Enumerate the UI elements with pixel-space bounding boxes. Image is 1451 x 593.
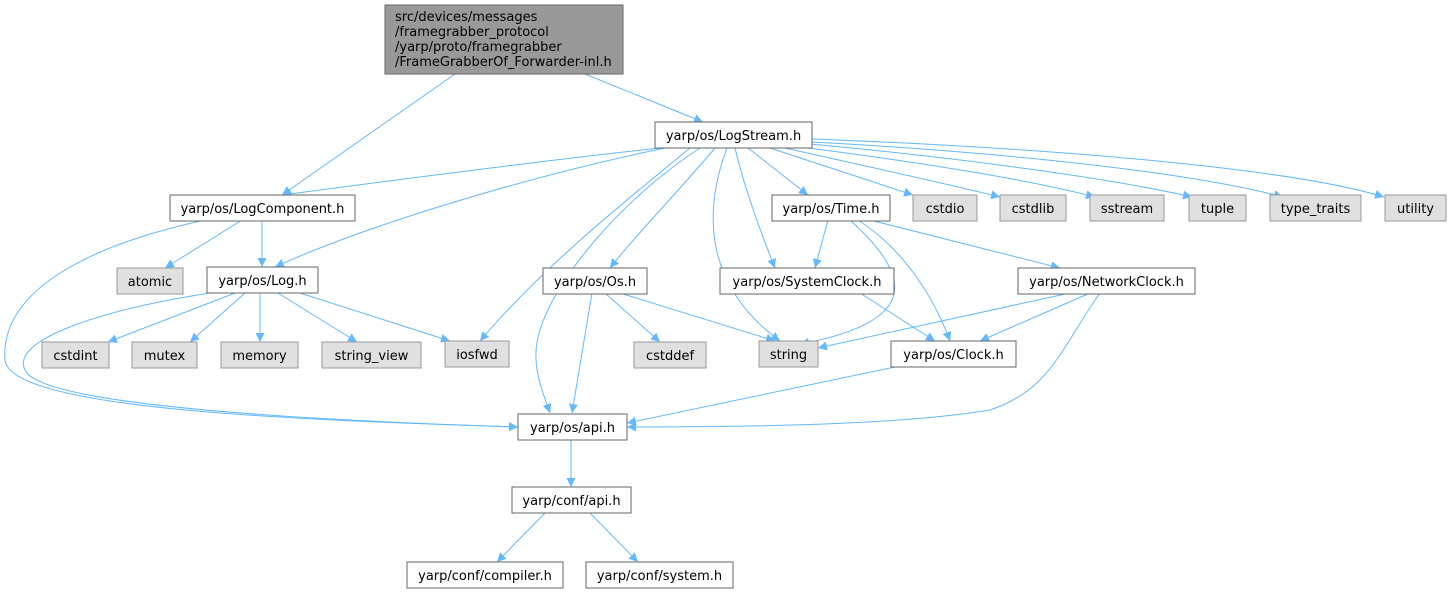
node-cstdint-label: cstdint: [53, 349, 97, 364]
edge-logstream-to-cstdlib: [784, 147, 1001, 200]
node-time[interactable]: yarp/os/Time.h: [771, 194, 891, 222]
node-clock-label: yarp/os/Clock.h: [903, 348, 1003, 363]
root-line-2: /framegrabber_protocol: [395, 25, 549, 40]
nodes: src/devices/messages /framegrabber_proto…: [41, 4, 1447, 589]
node-cstdlib[interactable]: cstdlib: [999, 194, 1067, 222]
edge-clock-to-api: [626, 366, 896, 426]
edge-os-to-string: [619, 292, 776, 343]
node-system-label: yarp/conf/system.h: [597, 569, 722, 584]
node-string[interactable]: string: [758, 340, 819, 368]
edge-os-to-api: [569, 292, 593, 414]
edge-logstream-to-sstream: [799, 146, 1096, 200]
edge-time-to-clock: [857, 219, 952, 342]
root-line-1: src/devices/messages: [395, 10, 538, 25]
edge-logstream-to-iosfwd: [479, 147, 691, 342]
node-memory[interactable]: memory: [220, 341, 299, 369]
node-compiler[interactable]: yarp/conf/compiler.h: [406, 561, 564, 589]
node-mutex[interactable]: mutex: [131, 341, 198, 369]
edge-time-to-networkclock: [869, 219, 1061, 271]
edge-root-to-logcomponent: [281, 73, 456, 196]
root-line-3: /yarp/proto/framegrabber: [395, 40, 562, 55]
node-os[interactable]: yarp/os/Os.h: [542, 267, 648, 295]
node-cstdlib-label: cstdlib: [1012, 202, 1055, 217]
node-iosfwd[interactable]: iosfwd: [444, 340, 510, 368]
node-cstddef[interactable]: cstddef: [633, 341, 707, 369]
node-log-label: yarp/os/Log.h: [218, 274, 306, 289]
edge-conf-api-to-system: [589, 512, 639, 563]
edge-logstream-to-log: [274, 147, 666, 268]
edge-logstream-to-time: [747, 147, 809, 196]
edge-logcomponent-to-atomic: [164, 219, 243, 269]
node-tuple[interactable]: tuple: [1188, 194, 1247, 222]
node-atomic-label: atomic: [128, 275, 172, 290]
node-utility[interactable]: utility: [1384, 194, 1447, 222]
edge-log-to-api: [22, 292, 519, 432]
node-string-label: string: [770, 348, 807, 363]
node-tuple-label: tuple: [1201, 202, 1234, 217]
node-sstream[interactable]: sstream: [1089, 194, 1165, 222]
node-systemclock-label: yarp/os/SystemClock.h: [733, 275, 882, 290]
edge-logstream-to-api: [535, 147, 701, 414]
edge-log-to-string-view: [277, 292, 358, 343]
node-conf-api-label: yarp/conf/api.h: [522, 494, 620, 509]
node-iosfwd-label: iosfwd: [456, 348, 498, 363]
edge-root-to-logstream: [584, 73, 704, 123]
node-systemclock[interactable]: yarp/os/SystemClock.h: [719, 267, 895, 295]
edge-log-to-mutex: [189, 292, 246, 343]
edge-logcomponent-to-api: [4, 219, 519, 432]
node-string-view[interactable]: string_view: [321, 341, 422, 369]
node-logstream[interactable]: yarp/os/LogStream.h: [654, 121, 813, 149]
edge-os-to-cstddef: [604, 292, 661, 343]
edge-time-to-systemclock: [813, 219, 829, 269]
edge-networkclock-to-string: [817, 292, 1071, 351]
node-cstdio[interactable]: cstdio: [912, 194, 978, 222]
edge-log-to-cstdint: [107, 292, 236, 343]
node-memory-label: memory: [232, 349, 287, 364]
node-cstdio-label: cstdio: [926, 202, 965, 217]
node-networkclock-label: yarp/os/NetworkClock.h: [1029, 275, 1184, 290]
node-logcomponent-label: yarp/os/LogComponent.h: [181, 202, 345, 217]
edge-logstream-to-string: [712, 147, 781, 342]
node-utility-label: utility: [1397, 202, 1434, 217]
node-compiler-label: yarp/conf/compiler.h: [418, 569, 552, 584]
node-time-label: yarp/os/Time.h: [783, 202, 880, 217]
node-cstdint[interactable]: cstdint: [41, 341, 110, 369]
edge-logstream-to-utility: [811, 138, 1385, 199]
node-type-traits-label: type_traits: [1281, 202, 1351, 217]
node-mutex-label: mutex: [144, 349, 186, 364]
edge-logstream-to-logcomponent: [281, 147, 661, 199]
root-line-4: /FrameGrabberOf_Forwarder-inl.h: [395, 55, 612, 70]
edge-logstream-to-systemclock: [734, 147, 776, 269]
edge-networkclock-to-clock: [979, 292, 1091, 342]
edge-logstream-to-tuple: [809, 143, 1193, 200]
node-system[interactable]: yarp/conf/system.h: [585, 561, 734, 589]
node-type-traits[interactable]: type_traits: [1269, 194, 1362, 222]
edge-logstream-to-type-traits: [811, 141, 1284, 200]
node-api[interactable]: yarp/os/api.h: [517, 413, 628, 441]
node-root-file[interactable]: src/devices/messages /framegrabber_proto…: [384, 4, 624, 75]
edge-conf-api-to-compiler: [496, 512, 546, 563]
node-cstddef-label: cstddef: [646, 349, 695, 364]
node-clock[interactable]: yarp/os/Clock.h: [890, 340, 1017, 368]
node-logcomponent[interactable]: yarp/os/LogComponent.h: [169, 194, 356, 222]
node-atomic[interactable]: atomic: [116, 267, 184, 295]
edge-networkclock-to-api: [626, 292, 1101, 432]
node-sstream-label: sstream: [1101, 202, 1153, 217]
node-conf-api[interactable]: yarp/conf/api.h: [511, 486, 632, 514]
node-os-label: yarp/os/Os.h: [554, 275, 636, 290]
edge-systemclock-to-clock: [859, 292, 936, 342]
edge-log-to-iosfwd: [299, 292, 451, 343]
edge-logstream-to-os: [609, 147, 716, 269]
node-api-label: yarp/os/api.h: [530, 421, 615, 436]
edge-logstream-to-cstdio: [769, 147, 914, 197]
edges: [4, 73, 1385, 563]
node-networkclock[interactable]: yarp/os/NetworkClock.h: [1017, 267, 1196, 295]
node-logstream-label: yarp/os/LogStream.h: [666, 129, 801, 144]
node-log[interactable]: yarp/os/Log.h: [206, 266, 319, 294]
node-string-view-label: string_view: [335, 349, 409, 364]
